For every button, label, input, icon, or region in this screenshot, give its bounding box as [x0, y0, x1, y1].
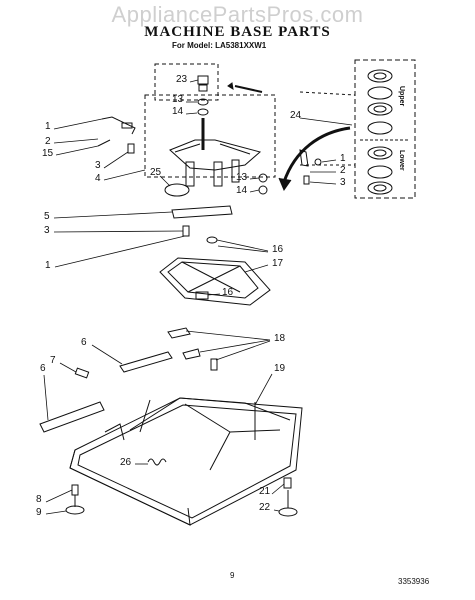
leader-lines [43, 79, 353, 515]
callout-6: 6 [40, 363, 46, 374]
callout-1: 1 [45, 260, 51, 271]
center-dashed-box [144, 94, 276, 178]
part-6-rail-upper [119, 351, 173, 373]
callout-1: 1 [340, 153, 346, 164]
callout-5: 5 [44, 211, 50, 222]
callout-16: 16 [272, 244, 284, 255]
callout-13: 13 [172, 94, 184, 105]
callout-21: 21 [259, 486, 271, 497]
callout-14: 14 [172, 106, 184, 117]
page-number: 9 [230, 571, 235, 580]
part-6-rail-lower [39, 401, 105, 433]
part-13-14-seal [197, 98, 209, 116]
callout-3: 3 [340, 177, 346, 188]
part-8-9-foot-left [65, 484, 85, 515]
callout-2: 2 [340, 165, 346, 176]
callout-9: 9 [36, 507, 42, 518]
callout-24: 24 [290, 110, 302, 121]
callout-23: 23 [176, 74, 188, 85]
gearcase-hub [169, 139, 262, 187]
bearing-panel [354, 59, 416, 199]
callout-15: 15 [42, 148, 54, 159]
callout-22: 22 [259, 502, 271, 513]
callout-17: 17 [272, 258, 284, 269]
callout-14: 14 [236, 185, 248, 196]
top-dashed-box [154, 63, 219, 101]
part-1-bracket-left [97, 116, 136, 154]
callout-26: 26 [120, 457, 132, 468]
bearing-stack-lower [367, 146, 393, 195]
bearing-stack-upper [367, 69, 393, 135]
part-21-22-foot-right [278, 477, 298, 517]
bearing-lower-label: Lower [398, 150, 405, 171]
part-19-base-frame [69, 397, 303, 526]
callout-7: 7 [50, 355, 56, 366]
part-17-frame [159, 257, 271, 306]
part-1-bracket-right [299, 149, 322, 185]
callout-1: 1 [45, 121, 51, 132]
page-title: MACHINE BASE PARTS [144, 24, 331, 40]
part-25-ring [164, 183, 190, 197]
part-7-pin [74, 367, 90, 379]
callout-8: 8 [36, 494, 42, 505]
part-16-grommet [206, 236, 218, 244]
callout-2: 2 [45, 136, 51, 147]
callout-13: 13 [236, 172, 248, 183]
part-18-clip [167, 327, 191, 339]
part-5-bar [171, 205, 233, 219]
assembly-arrow [282, 126, 351, 183]
callout-16: 16 [222, 287, 234, 298]
callout-18: 18 [274, 333, 286, 344]
callout-6: 6 [81, 337, 87, 348]
callout-19: 19 [274, 363, 286, 374]
callout-3: 3 [44, 225, 50, 236]
callout-3: 3 [95, 160, 101, 171]
part-26-spring [147, 458, 167, 466]
callout-4: 4 [95, 173, 101, 184]
top-arrow [234, 85, 263, 93]
part-23-fitting [197, 75, 209, 92]
model-subtitle: For Model: LA5381XXW1 [172, 41, 267, 50]
document-number: 3353936 [398, 577, 430, 586]
watermark: AppliancePartsPros.com [111, 2, 364, 27]
callout-25: 25 [150, 167, 162, 178]
bearing-upper-label: Upper [398, 86, 405, 107]
